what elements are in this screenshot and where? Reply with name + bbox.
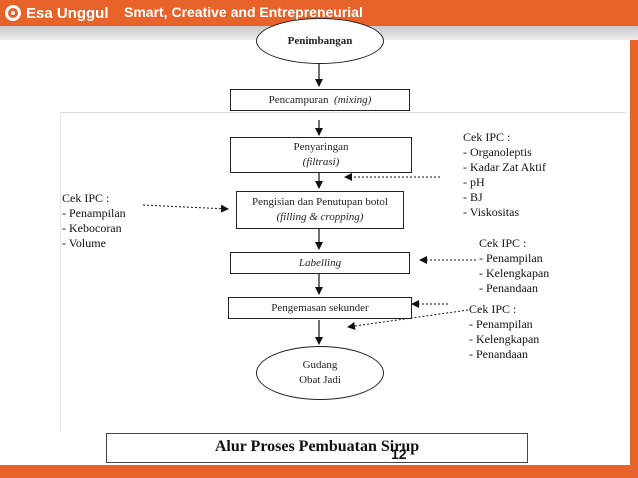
ipc-note-right-mid-item: - Penandaan — [479, 281, 538, 295]
right-accent-bar — [630, 40, 638, 465]
ipc-note-right-top-item: - Organoleptis — [463, 145, 532, 159]
ipc-note-left: Cek IPC : - Penampilan - Kebocoran - Vol… — [62, 191, 126, 251]
ipc-note-right-top-item: - Kadar Zat Aktif — [463, 160, 546, 174]
ipc-note-left-item: - Volume — [62, 236, 106, 250]
node-pengemasan-label: Pengemasan sekunder — [271, 301, 369, 314]
divider-line-vertical — [60, 112, 61, 432]
ipc-note-right-bottom-title: Cek IPC : — [469, 302, 517, 316]
tagline: Smart, Creative and Entrepreneurial — [124, 4, 363, 20]
node-pencampuran-term: (mixing) — [334, 93, 372, 106]
page-number: 12 — [391, 446, 407, 462]
node-pengisian-term: (filling & cropping) — [276, 211, 364, 223]
node-gudang-line1: Gudang — [302, 359, 338, 371]
ipc-note-right-bottom-item: - Penampilan — [469, 317, 533, 331]
node-pengisian: Pengisian dan Penutupan botol (filling &… — [236, 191, 404, 229]
ipc-note-right-mid-item: - Penampilan — [479, 251, 543, 265]
ipc-note-left-item: - Kebocoran — [62, 221, 122, 235]
logo: Esa Unggul — [4, 2, 116, 24]
ipc-note-right-top-item: - pH — [463, 175, 485, 189]
node-penimbangan: Penimbangan — [256, 18, 384, 64]
ipc-note-right-top-item: - Viskositas — [463, 205, 520, 219]
node-pengemasan: Pengemasan sekunder — [228, 297, 412, 319]
node-gudang-line2: Obat Jadi — [299, 374, 341, 386]
slide-title-box: Alur Proses Pembuatan Sirup — [106, 433, 528, 463]
ipc-arrow-left — [142, 204, 229, 213]
ipc-note-right-bottom-item: - Kelengkapan — [469, 332, 540, 346]
footer-bar — [0, 465, 638, 478]
ipc-note-right-mid-title: Cek IPC : — [479, 236, 527, 250]
logo-text: Esa Unggul — [26, 4, 109, 22]
ipc-note-right-mid-item: - Kelengkapan — [479, 266, 550, 280]
ipc-note-right-bottom-item: - Penandaan — [469, 347, 528, 361]
slide-title: Alur Proses Pembuatan Sirup — [214, 438, 420, 455]
node-pencampuran-label: Pencampuran — [268, 93, 329, 106]
ipc-note-right-top: Cek IPC : - Organoleptis - Kadar Zat Akt… — [463, 130, 546, 220]
ipc-note-right-top-title: Cek IPC : — [463, 130, 511, 144]
node-labelling: Labelling — [230, 252, 410, 274]
ipc-note-left-item: - Penampilan — [62, 206, 126, 220]
divider-line — [60, 112, 626, 113]
node-penyaringan: Penyaringan (filtrasi) — [230, 137, 412, 173]
node-labelling-label: Labelling — [298, 256, 342, 269]
node-penyaringan-label: Penyaringan — [293, 141, 349, 153]
ipc-note-left-title: Cek IPC : — [62, 191, 110, 205]
university-logo-icon — [5, 5, 21, 21]
node-pengisian-label: Pengisian dan Penutupan botol — [252, 196, 388, 208]
ipc-note-right-top-item: - BJ — [463, 190, 483, 204]
node-penimbangan-label: Penimbangan — [287, 34, 353, 47]
ipc-note-right-mid: Cek IPC : - Penampilan - Kelengkapan - P… — [479, 236, 549, 296]
node-penyaringan-term: (filtrasi) — [302, 156, 340, 168]
node-pencampuran: Pencampuran (mixing) — [230, 89, 410, 111]
node-gudang: Gudang Obat Jadi — [256, 346, 384, 400]
ipc-note-right-bottom: Cek IPC : - Penampilan - Kelengkapan - P… — [469, 302, 539, 362]
